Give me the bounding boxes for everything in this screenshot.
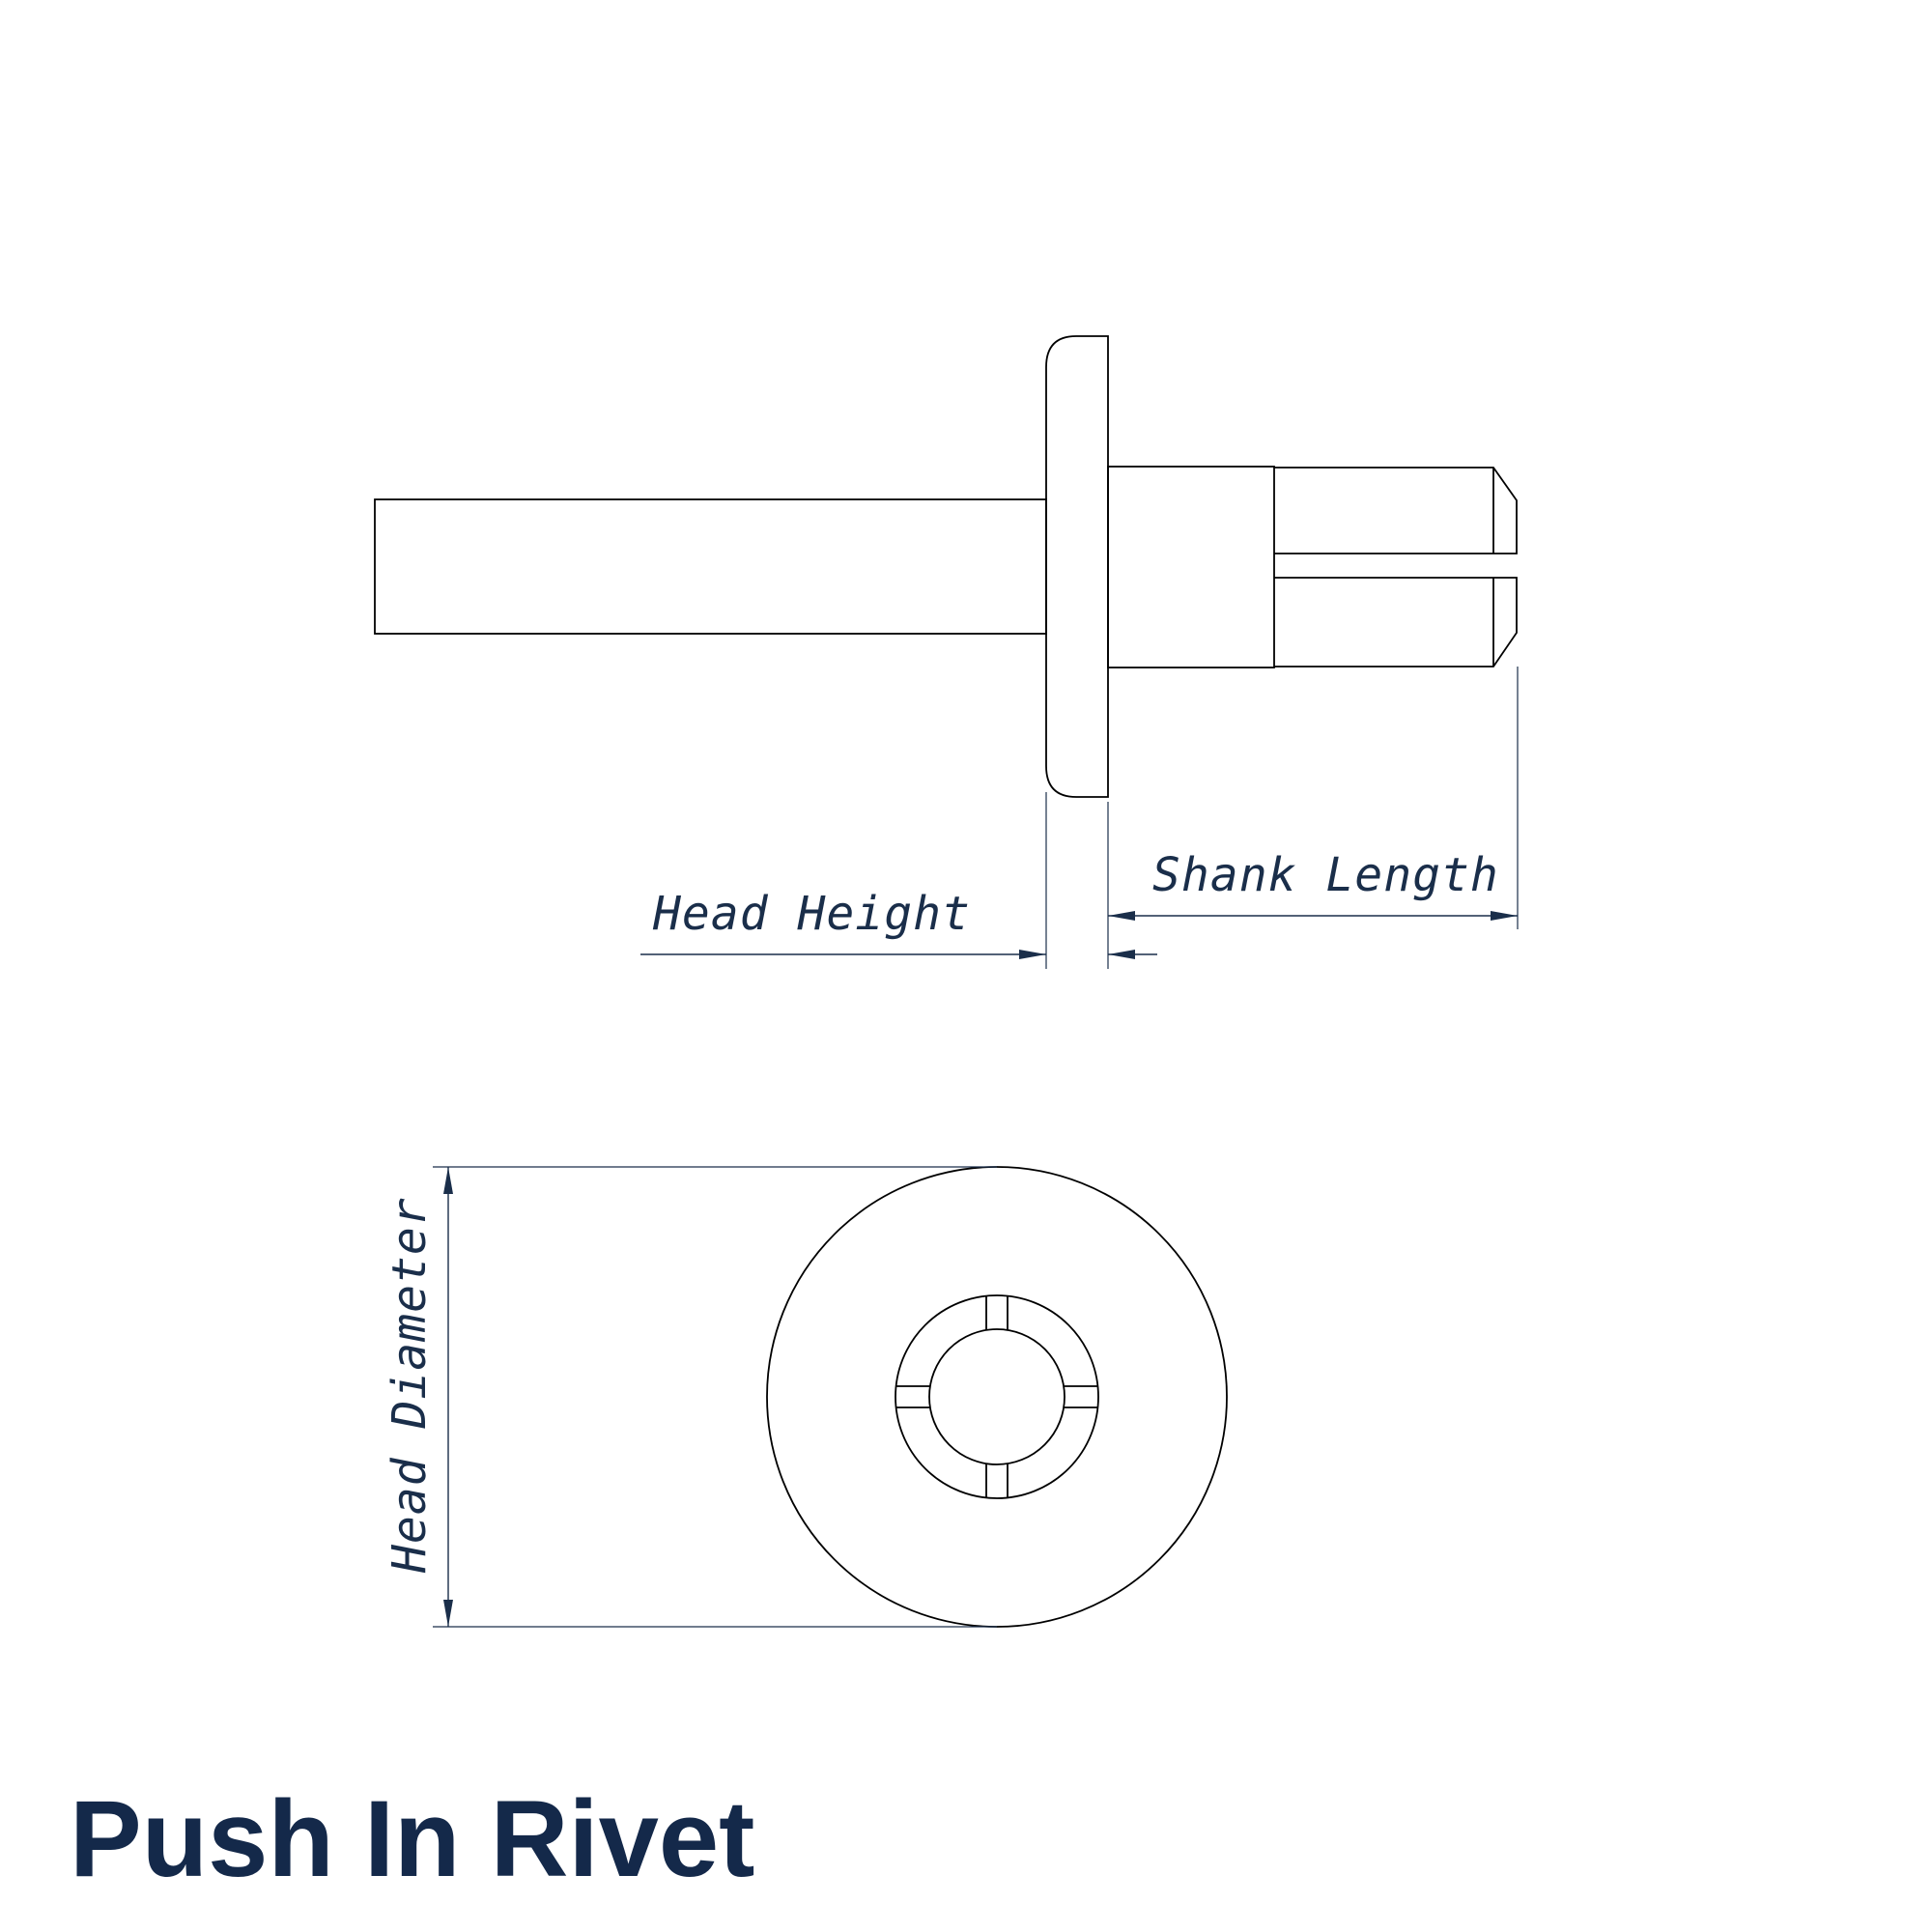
hole-inner-ring [928,1328,1065,1465]
shank-length-arrow-left [1108,911,1135,921]
rivet-pin [374,498,1047,635]
head-outer-circle [766,1166,1228,1628]
rivet-shank [1107,466,1275,668]
head-height-arrow-left [1019,950,1046,959]
head-diameter-label: Head Diameter [383,1197,437,1574]
head-diameter-arrow-bottom [443,1600,453,1627]
hole-outer-ring [895,1294,1099,1499]
rivet-leg-upper [1274,467,1518,554]
rivet-head [1045,335,1109,798]
shank-length-arrow-right [1491,911,1518,921]
side-view: Head Height Shank Length [374,335,1519,969]
head-height-arrow-right [1108,950,1135,959]
shank-length-label: Shank Length [1152,848,1499,902]
head-height-label: Head Height [652,887,971,941]
end-view: Head Diameter [383,1166,1228,1628]
page-title: Push In Rivet [70,1778,755,1899]
head-diameter-arrow-top [443,1167,453,1194]
rivet-leg-lower [1274,577,1518,668]
